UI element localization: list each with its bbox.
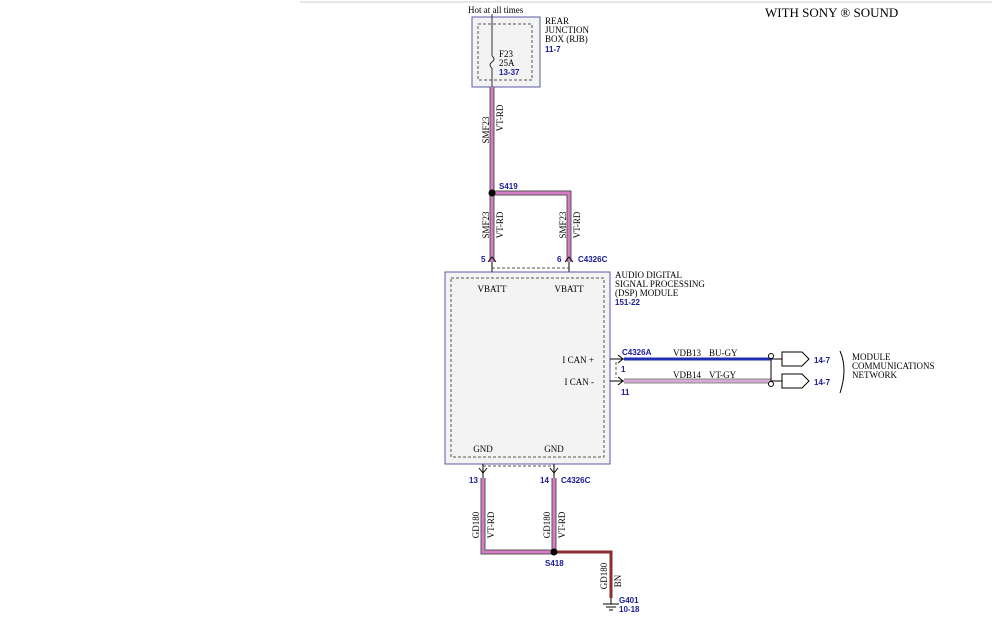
pin-14-number: 14 <box>540 476 549 485</box>
fuse-rating: 25A <box>499 58 515 68</box>
splice-s419-label: S419 <box>499 182 518 191</box>
gnd-left-color-label: VT-RD <box>486 511 496 538</box>
gnd-right-circuit-label: GD180 <box>542 511 552 538</box>
branch-left-color-label: VT-RD <box>495 211 505 238</box>
gnd-left-circuit-label: GD180 <box>471 511 481 538</box>
branch-right-circuit-label: SMF23 <box>558 211 568 239</box>
network-label-line-1: MODULE <box>852 352 891 362</box>
dsp-name-line-2: SIGNAL PROCESSING <box>615 279 705 289</box>
branch-left-circuit-label: SMF23 <box>481 211 491 239</box>
can-hi-pin-arrow <box>617 354 624 364</box>
feed-circuit-label: SMF23 <box>481 116 491 144</box>
dsp-vbatt-right: VBATT <box>555 284 585 294</box>
bottom-connector-label: C4326C <box>561 476 591 485</box>
top-connector-label: C4326C <box>578 255 608 264</box>
can-hi-color: BU-GY <box>709 348 738 358</box>
dsp-gnd-left: GND <box>473 444 493 454</box>
branch-right-color-label: VT-RD <box>572 211 582 238</box>
diagram-title: WITH SONY ® SOUND <box>765 5 898 20</box>
network-label-line-3: NETWORK <box>852 370 897 380</box>
feed-color-label: VT-RD <box>495 104 505 131</box>
pin-5-arrow <box>487 256 497 263</box>
dsp-name-line-1: AUDIO DIGITAL <box>615 270 682 280</box>
pin-1-number: 1 <box>621 365 626 374</box>
pin-14-arrow <box>549 467 559 474</box>
splice-s419-dot <box>488 189 496 197</box>
dsp-inner-outline <box>450 277 605 458</box>
rjb-ref: 11-7 <box>545 45 561 54</box>
splice-s418-label: S418 <box>545 559 564 568</box>
gnd-out-color-label: BN <box>613 574 623 587</box>
dsp-ican-plus: I CAN + <box>562 355 594 365</box>
twist-marker-bottom <box>768 381 774 387</box>
feed-wires <box>489 87 572 262</box>
branch-right-wire <box>492 191 571 262</box>
pin-13-arrow <box>478 467 488 474</box>
gnd-out-wire <box>554 550 613 598</box>
gnd-out-circuit-label: GD180 <box>599 562 609 589</box>
network-bracket <box>839 350 845 394</box>
rjb-inner-outline <box>477 23 533 81</box>
dsp-module-box <box>444 271 611 465</box>
can-lo-pin-arrow <box>617 376 624 386</box>
rjb-name-line-2: JUNCTION <box>545 25 589 35</box>
ground-name: G401 <box>619 596 639 605</box>
pin-5-number: 5 <box>481 255 486 264</box>
dsp-gnd-right: GND <box>544 444 564 454</box>
splice-s418-dot <box>550 548 558 556</box>
dsp-name-line-3: (DSP) MODULE <box>615 288 679 298</box>
rjb-box <box>471 16 541 88</box>
gnd-right-color-label: VT-RD <box>557 511 567 538</box>
can-lo-circuit: VDB14 <box>673 370 702 380</box>
dsp-ref: 151-22 <box>615 298 640 307</box>
ground-ref: 10-18 <box>619 605 640 614</box>
pin-6-arrow <box>564 256 574 263</box>
twist-marker-top <box>768 353 774 359</box>
can-lo-color: VT-GY <box>709 370 737 380</box>
fuse-ref: 13-37 <box>499 68 520 77</box>
rjb-name-line-1: REAR <box>545 16 569 26</box>
can-lo-ref: 14-7 <box>814 378 831 387</box>
can-hi-offpage-arrow[interactable] <box>781 351 810 367</box>
fuse-name: F23 <box>499 49 514 59</box>
can-hi-ref: 14-7 <box>814 356 831 365</box>
fuse-symbol <box>489 55 495 69</box>
dsp-ican-minus: I CAN - <box>565 377 595 387</box>
can-connector-label: C4326A <box>622 348 652 357</box>
pin-6-number: 6 <box>557 255 562 264</box>
rjb-name-line-3: BOX (RJB) <box>545 34 588 44</box>
gnd-left-wire <box>481 478 554 554</box>
dsp-vbatt-left: VBATT <box>478 284 508 294</box>
hot-at-all-times-label: Hot at all times <box>468 5 524 15</box>
pin-11-number: 11 <box>621 388 630 397</box>
can-lo-offpage-arrow[interactable] <box>781 373 810 389</box>
pin-13-number: 13 <box>469 476 478 485</box>
network-label-line-2: COMMUNICATIONS <box>852 361 935 371</box>
can-hi-circuit: VDB13 <box>673 348 702 358</box>
